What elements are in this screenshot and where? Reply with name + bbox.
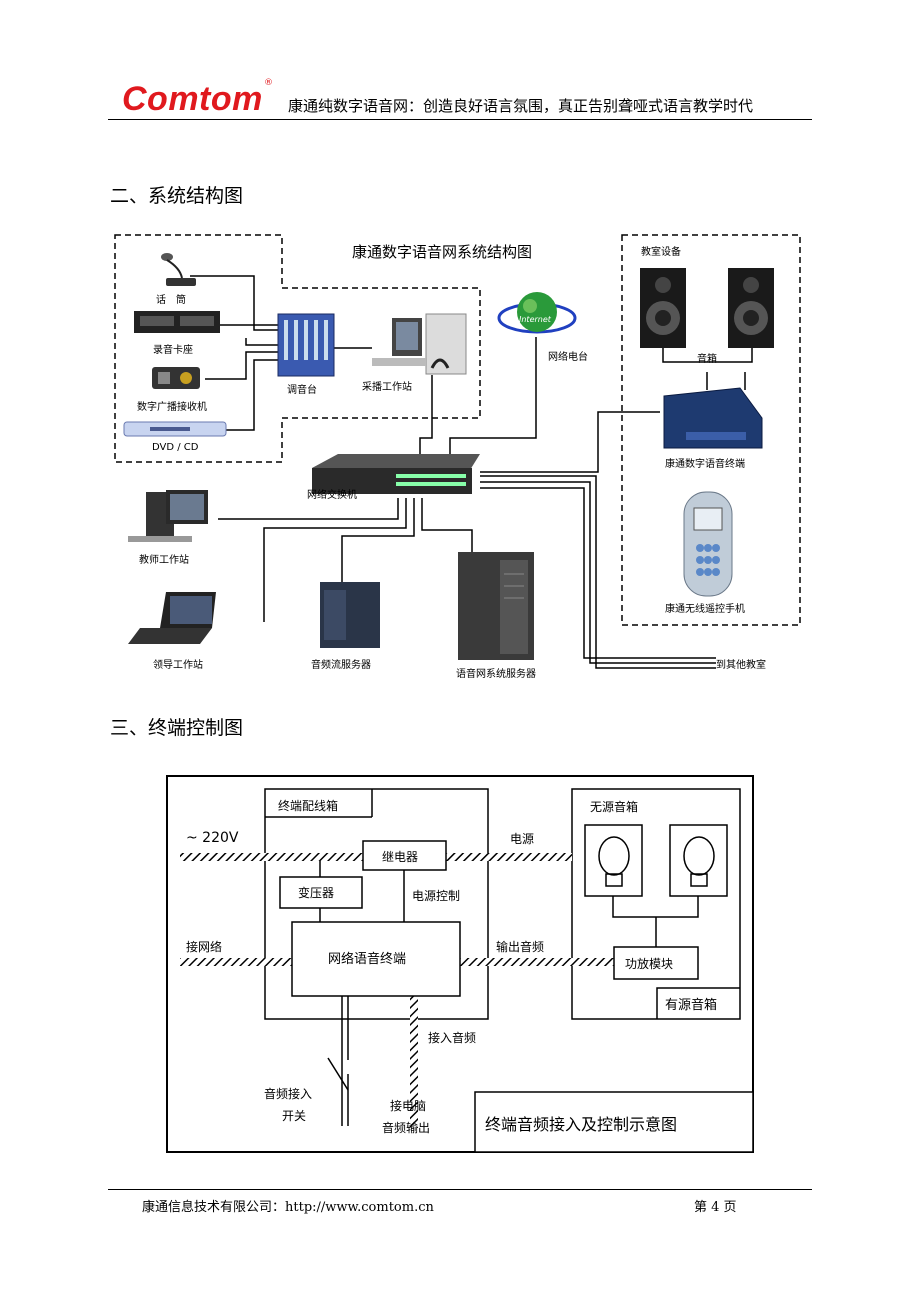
header-slogan: 康通纯数字语音网：创造良好语言氛围，真正告别聋哑式语言教学时代 — [288, 97, 754, 115]
diagram-caption: 终端音频接入及控制示意图 — [485, 1115, 677, 1134]
audio-in-cable — [410, 996, 418, 1128]
label-net-radio: 网络电台 — [548, 350, 588, 363]
label-audio-in: 接入音频 — [428, 1030, 476, 1045]
section3-heading: 三、终端控制图 — [110, 717, 244, 739]
power-cable — [446, 853, 572, 861]
network-cable — [180, 958, 292, 966]
audio-stream-server-icon — [320, 582, 380, 648]
outer-frame — [166, 775, 754, 1153]
label-cassette: 录音卡座 — [153, 343, 193, 356]
label-terminal: 康通数字语音终端 — [665, 457, 745, 470]
wires — [190, 275, 753, 669]
wiring-box-frame — [264, 788, 489, 1020]
laptop-icon — [128, 592, 216, 644]
section2-heading: 二、系统结构图 — [110, 185, 244, 207]
label-radio: 数字广播接收机 — [137, 400, 207, 413]
amp-module-box — [613, 946, 699, 980]
net-terminal-box — [291, 921, 461, 997]
microphone-icon — [161, 253, 196, 286]
classroom-group-border — [621, 234, 801, 626]
label-microphone: 话 筒 — [156, 293, 186, 306]
speaker-cone-icon — [683, 836, 715, 876]
system-server-icon — [458, 552, 534, 660]
speaker-box-frame — [571, 788, 741, 1020]
label-mixer: 调音台 — [287, 383, 317, 396]
transformer-box — [279, 876, 363, 909]
footer-page-number: 第 4 页 — [694, 1200, 737, 1215]
label-transformer: 变压器 — [298, 885, 334, 900]
label-power: 电源 — [510, 832, 534, 846]
label-dvd: DVD / CD — [152, 442, 199, 453]
label-teacher: 教师工作站 — [139, 553, 189, 566]
radio-receiver-icon — [152, 367, 200, 389]
voice-terminal-icon — [663, 387, 763, 449]
dvd-player-icon — [123, 421, 227, 437]
label-speakers: 音箱 — [697, 352, 717, 365]
speaker-icon — [640, 268, 686, 348]
label-audio-switch-2: 开关 — [282, 1109, 306, 1123]
caption-box — [474, 1091, 754, 1153]
label-passive-speakers: 无源音箱 — [590, 799, 638, 814]
remote-handset-icon — [683, 491, 733, 597]
label-remote: 康通无线遥控手机 — [665, 602, 745, 615]
comtom-logo: Comtom — [122, 80, 263, 118]
audio-out-cable — [460, 958, 614, 966]
footer-company: 康通信息技术有限公司：http://www.comtom.cn — [142, 1200, 434, 1215]
header-rule — [108, 119, 812, 120]
label-relay: 继电器 — [382, 850, 418, 864]
teacher-workstation-icon — [128, 490, 208, 542]
speaker-cone-icon — [598, 836, 630, 876]
mixer-icon — [277, 313, 335, 377]
label-system-server: 语音网系统服务器 — [456, 667, 536, 680]
cassette-deck-icon — [134, 311, 220, 333]
capture-workstation-icon — [372, 313, 467, 375]
label-output-audio: 输出音频 — [496, 939, 544, 954]
label-audio-switch-1: 音频接入 — [264, 1086, 312, 1101]
label-power-control: 电源控制 — [412, 889, 460, 903]
audio-switch-icon — [327, 1057, 349, 1091]
label-ac220: ~ 220V — [186, 830, 239, 846]
label-other-rooms: 到其他教室 — [716, 658, 766, 671]
label-classroom-equipment: 教室设备 — [641, 245, 681, 258]
footer-rule — [108, 1189, 812, 1190]
label-pc-out-2: 音频输出 — [382, 1120, 430, 1135]
label-active-speakers: 有源音箱 — [665, 997, 717, 1013]
source-group-border — [114, 234, 481, 463]
label-audio-server: 音频流服务器 — [311, 658, 371, 671]
power-cable — [180, 853, 363, 861]
diagram-title: 康通数字语音网系统结构图 — [352, 243, 532, 261]
label-net-terminal: 网络语音终端 — [328, 951, 406, 967]
label-network-in: 接网络 — [186, 939, 222, 954]
internet-globe-icon — [497, 292, 577, 334]
label-switch: 网络交换机 — [307, 488, 357, 501]
label-pc-out-1: 接电脑 — [390, 1098, 426, 1113]
label-amp-module: 功放模块 — [625, 956, 673, 971]
label-capture: 采播工作站 — [362, 380, 412, 393]
label-wiring-box: 终端配线箱 — [278, 798, 338, 813]
speaker-icon — [728, 268, 774, 348]
label-leader: 领导工作站 — [153, 658, 203, 671]
network-switch-icon — [312, 454, 480, 494]
internet-badge: Internet — [519, 315, 552, 324]
registered-mark: ® — [264, 78, 273, 88]
